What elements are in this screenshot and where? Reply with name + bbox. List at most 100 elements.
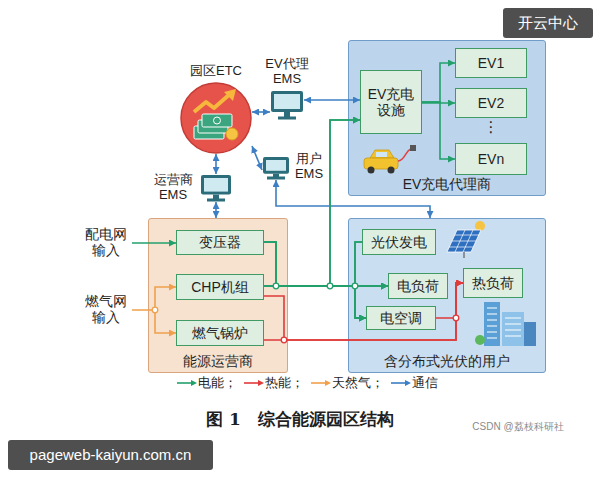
legend-line <box>243 378 265 388</box>
process-box: 电负荷 <box>388 273 448 299</box>
process-box: 变压器 <box>176 230 264 255</box>
building-icon <box>475 335 485 345</box>
comm-link <box>215 154 217 174</box>
comm-link <box>252 111 270 113</box>
node-label: EV代理 EMS <box>261 57 313 87</box>
ems-monitor: EV代理 EMS <box>270 90 304 120</box>
monitor-icon <box>204 178 228 192</box>
node-label: 燃气锅炉 <box>192 325 248 341</box>
node-label: EV充电 设施 <box>362 86 420 118</box>
process-box: CHP机组 <box>176 274 264 300</box>
monitor-icon <box>267 177 285 180</box>
junction-dot <box>152 307 158 313</box>
etc-icon <box>194 94 230 112</box>
monitor-icon <box>263 157 289 174</box>
junction-dot <box>273 283 279 289</box>
legend-line <box>244 383 259 385</box>
group-title: 能源运营商 <box>149 353 287 369</box>
solar-panel-icon <box>463 252 465 258</box>
watermark: pageweb-kaiyun.com.cn <box>8 440 213 470</box>
ev-car-icon <box>388 167 395 174</box>
process-box: 燃气锅炉 <box>176 320 264 346</box>
legend: 电能；热能；天然气；通信 <box>160 376 460 391</box>
node-label: 热负荷 <box>472 275 514 291</box>
junction-dot <box>453 315 459 321</box>
heat-flow <box>436 283 463 318</box>
grid-input-wire <box>132 242 176 244</box>
junction-dot <box>281 337 287 343</box>
group-box: 含分布式光伏的用户 光伏发电电负荷 热负荷电空调 <box>348 218 546 373</box>
legend-line <box>310 378 332 388</box>
legend-label: 热能； <box>265 376 304 391</box>
legend-item: 热能； <box>243 376 304 391</box>
monitor-icon <box>200 174 232 202</box>
monitor-icon <box>207 199 225 202</box>
etc-icon <box>224 89 236 101</box>
power-flow <box>264 285 388 287</box>
legend-line <box>405 380 411 386</box>
legend-line <box>258 380 264 386</box>
legend-line <box>390 378 412 388</box>
solar-panel-icon <box>447 230 481 252</box>
node-label: 变压器 <box>199 234 241 250</box>
monitor-icon <box>213 195 219 199</box>
ev-car-icon <box>364 158 398 169</box>
etc-icon <box>180 82 252 154</box>
etc-icon <box>181 83 251 153</box>
node-label: 用户 EMS <box>293 152 325 182</box>
power-flow <box>264 242 366 318</box>
monitor-icon <box>262 156 290 180</box>
ems-monitor: 用户 EMS <box>262 156 290 180</box>
etc-icon <box>202 114 232 127</box>
power-flow <box>355 242 388 286</box>
group-box: 能源运营商 变压器 CHP机组燃气锅炉 <box>148 218 288 373</box>
ev-car-icon <box>410 145 416 151</box>
process-box: 光伏发电 <box>362 229 436 255</box>
power-flow <box>264 286 366 318</box>
monitor-icon <box>278 117 296 120</box>
group-title: 含分布式光伏的用户 <box>349 353 545 369</box>
legend-label: 通信 <box>412 376 438 391</box>
building-icon <box>487 308 521 338</box>
comm-link <box>252 146 262 170</box>
heat-flow <box>264 283 463 340</box>
gas-input-wire <box>132 287 176 310</box>
ems-monitor: 运营商 EMS <box>200 174 232 202</box>
monitor-icon <box>201 175 231 195</box>
ev-car-icon <box>364 145 416 174</box>
power-flow <box>264 120 360 286</box>
process-box: EV充电 设施 <box>360 70 422 134</box>
park-etc-circle: 园区ETC <box>180 82 252 154</box>
gas-input-wire <box>132 287 176 333</box>
building-icon <box>484 302 500 346</box>
group-title: EV充电代理商 <box>349 176 545 192</box>
input-label: 燃气网 输入 <box>82 293 130 325</box>
legend-item: 通信 <box>390 376 438 391</box>
heat-flow <box>264 283 463 340</box>
legend-label: 电能； <box>198 376 237 391</box>
ev-car-icon <box>368 167 375 174</box>
process-box: EVn <box>455 143 527 175</box>
solar-panel-icon <box>447 221 485 258</box>
junction-dot <box>327 283 333 289</box>
process-box: EV1 <box>455 48 527 78</box>
ev-car-icon <box>376 152 387 157</box>
process-box: 热负荷 <box>463 268 523 298</box>
solar-panel-icon <box>449 230 479 252</box>
figure-caption: 图 1 综合能源园区结构 <box>120 410 480 430</box>
legend-line <box>177 383 192 385</box>
gas-input-wire <box>155 310 176 333</box>
node-label: 电空调 <box>380 310 422 326</box>
legend-line <box>391 383 406 385</box>
node-label: 电负荷 <box>397 278 439 294</box>
building-icon <box>524 322 536 346</box>
monitor-icon <box>266 160 286 171</box>
comm-link <box>304 99 360 101</box>
comm-link <box>215 202 217 218</box>
monitor-icon <box>274 94 300 109</box>
node-label: EV2 <box>478 95 504 111</box>
junction-dot <box>352 283 358 289</box>
node-label: 园区ETC <box>181 64 251 79</box>
group-box: EV充电代理商 EV充电 设施 EV1EV2EVn <box>348 40 546 196</box>
